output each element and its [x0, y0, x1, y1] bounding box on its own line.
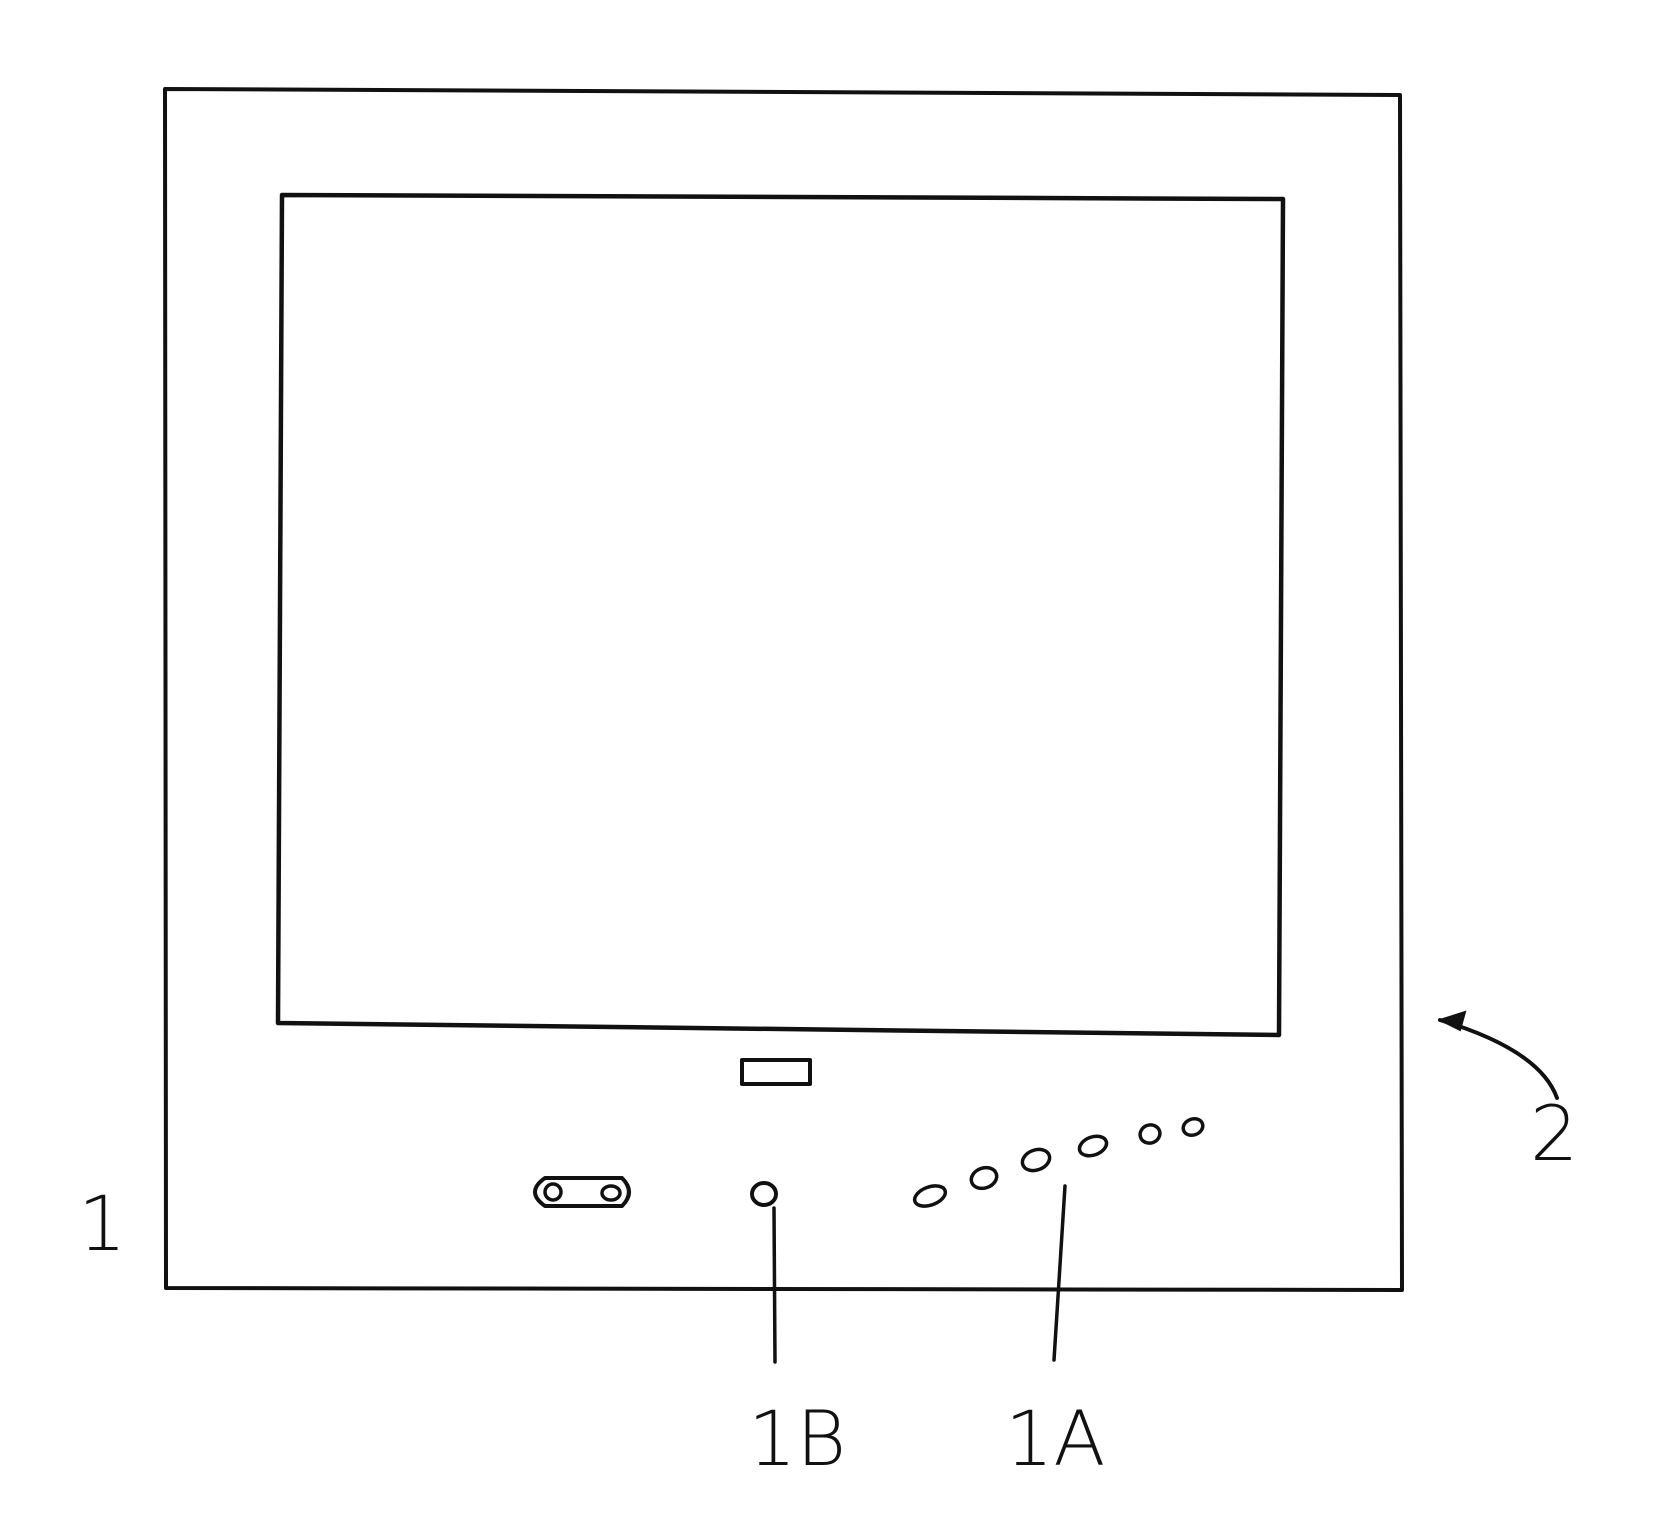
- leader-line-1b: [772, 1206, 777, 1364]
- label-device-arrow: 2: [1530, 1089, 1578, 1178]
- button-oval: [1138, 1123, 1162, 1145]
- device-housing-outline: [163, 87, 1404, 1292]
- label-buttons: 1A: [1005, 1394, 1105, 1483]
- label-sensor: 1B: [748, 1394, 846, 1483]
- button-oval: [969, 1165, 999, 1191]
- button-row-1a: [912, 1116, 1205, 1208]
- arrow-head-icon: [1437, 1010, 1467, 1032]
- port-hole-left: [543, 1182, 563, 1202]
- label-device: 1: [78, 1179, 126, 1268]
- button-oval: [1077, 1134, 1109, 1158]
- button-oval: [1181, 1116, 1205, 1138]
- sensor-1b: [750, 1181, 778, 1207]
- arrow-curve-2: [1438, 1018, 1559, 1100]
- dual-port-plate: [533, 1176, 631, 1208]
- display-screen-outline: [275, 192, 1286, 1038]
- indicator-window: [740, 1058, 812, 1086]
- button-oval: [912, 1184, 948, 1208]
- port-hole-right: [600, 1184, 622, 1202]
- leader-line-1a: [1052, 1184, 1067, 1362]
- button-oval: [1020, 1147, 1052, 1173]
